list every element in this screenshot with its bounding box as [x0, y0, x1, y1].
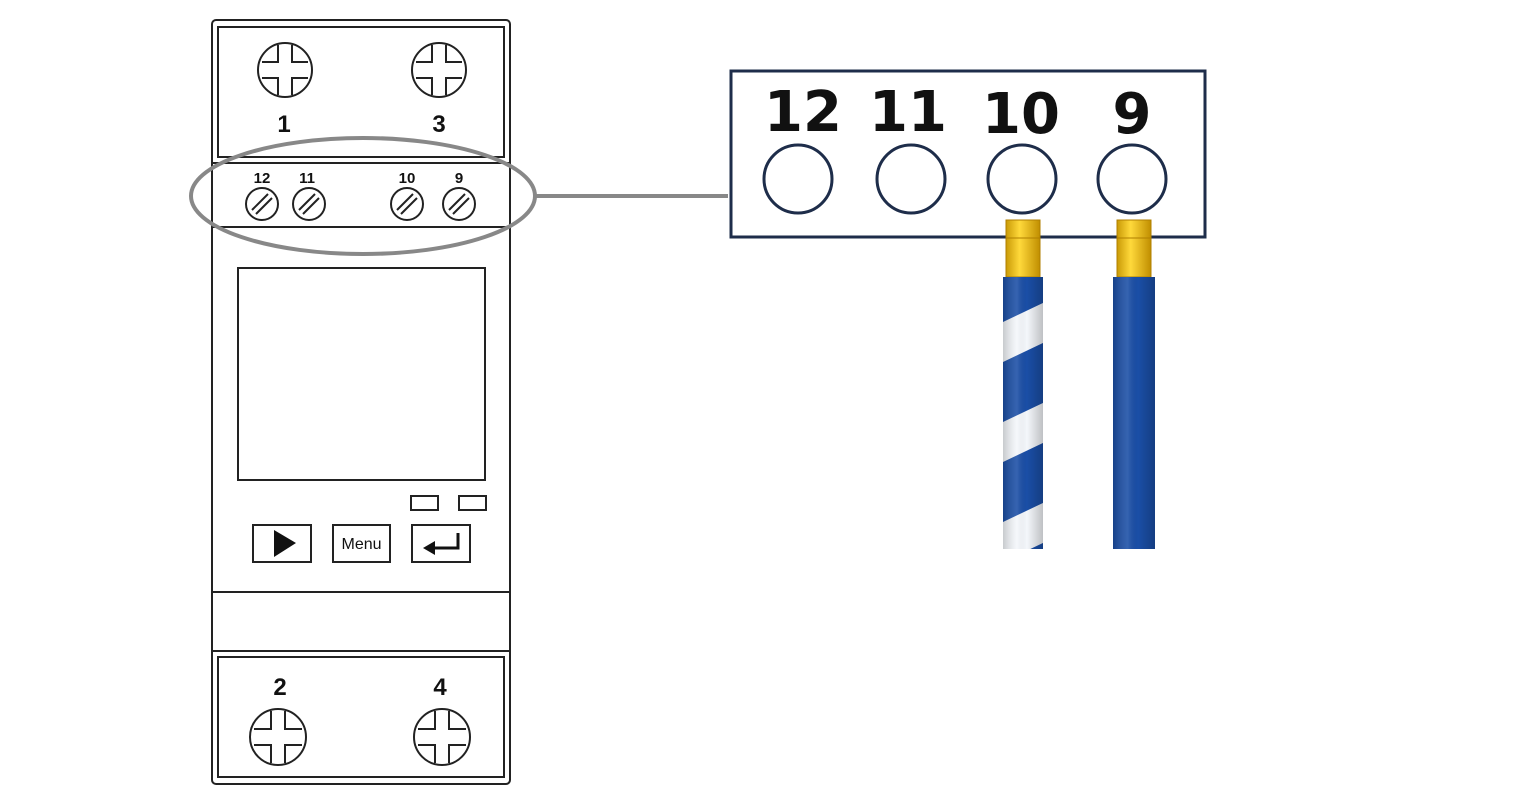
led-indicator-2 — [458, 495, 487, 511]
small-screw-9[interactable] — [442, 187, 476, 221]
socket-11[interactable] — [875, 143, 947, 215]
bottom-screw-terminal-4[interactable] — [413, 708, 471, 766]
socket-10[interactable] — [986, 143, 1058, 215]
small-screw-12[interactable] — [245, 187, 279, 221]
small-terminal-label-9: 9 — [455, 170, 463, 187]
display-screen — [237, 267, 486, 481]
small-terminal-label-12: 12 — [254, 170, 271, 187]
block-label-10: 10 — [982, 82, 1060, 147]
small-terminal-label-11: 11 — [299, 170, 315, 187]
play-button[interactable] — [252, 524, 312, 563]
socket-12[interactable] — [762, 143, 834, 215]
menu-button-label: Menu — [341, 536, 381, 553]
socket-9[interactable] — [1096, 143, 1168, 215]
top-screw-terminal-3[interactable] — [411, 42, 467, 98]
block-label-11: 11 — [869, 80, 947, 145]
magnified-terminal-block: 12 11 10 9 — [729, 69, 1207, 549]
menu-button[interactable]: Menu — [332, 524, 391, 563]
zoom-callout — [189, 136, 728, 256]
terminal-label-1: 1 — [277, 111, 290, 138]
wire-terminal-9 — [1113, 219, 1155, 549]
terminal-label-3: 3 — [432, 111, 445, 138]
small-terminal-label-10: 10 — [399, 170, 416, 187]
ferrule-9 — [1117, 220, 1151, 277]
enter-icon — [423, 533, 460, 555]
play-icon — [274, 530, 296, 557]
top-screw-terminal-1[interactable] — [257, 42, 313, 98]
ferrule-10 — [1006, 220, 1040, 277]
block-label-12: 12 — [764, 80, 842, 145]
block-label-9: 9 — [1113, 82, 1152, 147]
terminal-label-4: 4 — [433, 674, 447, 701]
wire-terminal-10 — [1003, 219, 1043, 549]
small-screw-11[interactable] — [292, 187, 326, 221]
led-indicator-1 — [410, 495, 439, 511]
terminal-label-2: 2 — [273, 674, 286, 701]
enter-button[interactable] — [411, 524, 471, 563]
small-screw-10[interactable] — [390, 187, 424, 221]
bottom-screw-terminal-2[interactable] — [249, 708, 307, 766]
din-rail-device — [211, 19, 511, 785]
